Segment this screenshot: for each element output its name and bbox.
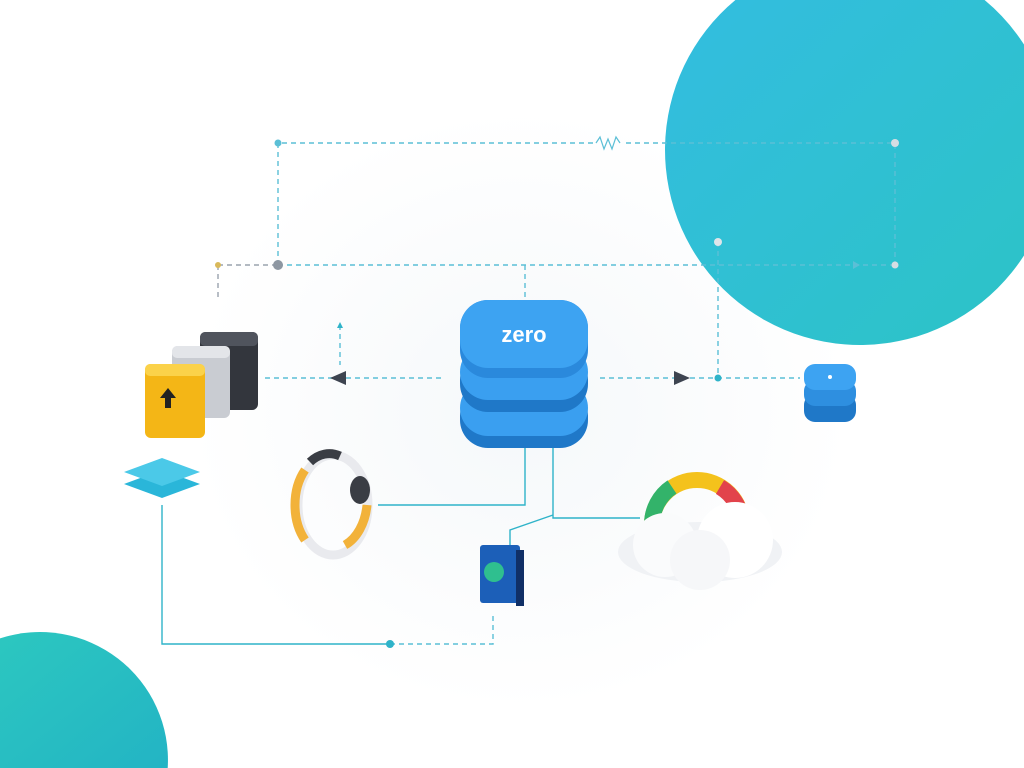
decorative-circle-top-right xyxy=(665,0,1024,345)
layers-link xyxy=(161,505,390,645)
upload-arrow-icon xyxy=(160,388,176,408)
chip-module-icon[interactable] xyxy=(480,545,524,606)
small-database-icon[interactable] xyxy=(804,364,856,422)
connectors xyxy=(161,135,899,648)
chip-link xyxy=(509,514,554,545)
zero-database-node[interactable]: zero xyxy=(460,300,588,448)
storage-stack-icon[interactable] xyxy=(145,332,258,438)
decorative-circle-bottom-left xyxy=(0,632,168,768)
signal-wave-icon xyxy=(595,135,621,151)
ring-link xyxy=(378,445,526,506)
right-arrow-icon xyxy=(674,371,690,385)
left-arrow-icon xyxy=(330,371,346,385)
cloud-link xyxy=(552,445,640,519)
chip-bottom-link xyxy=(390,615,494,645)
ring-connector-icon[interactable] xyxy=(290,449,373,560)
layers-icon[interactable] xyxy=(124,458,200,498)
cloud-gauge-icon[interactable] xyxy=(618,472,782,590)
zero-label: zero xyxy=(501,322,546,347)
